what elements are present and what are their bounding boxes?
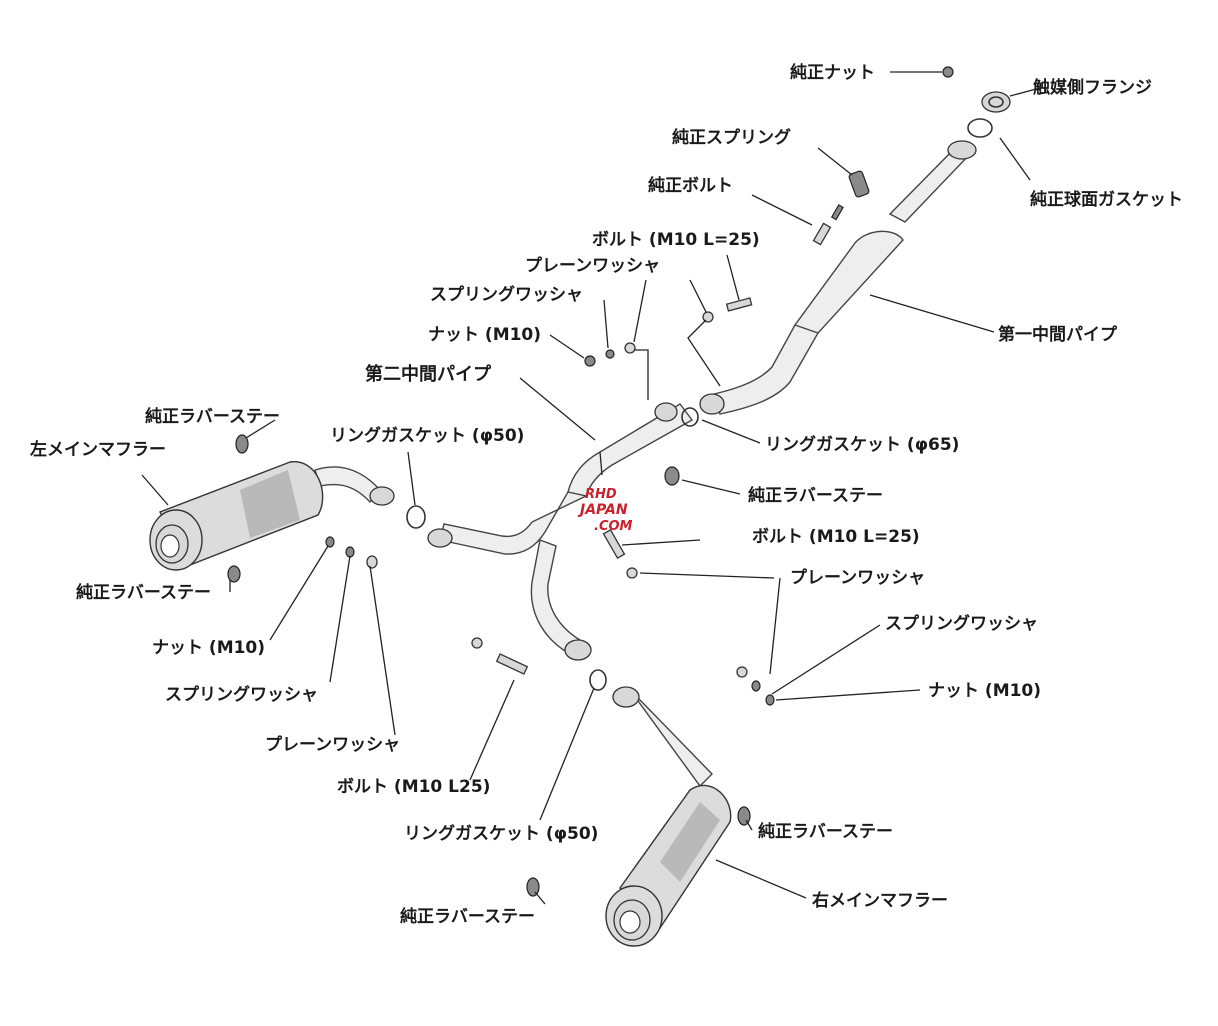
- ring-gasket-65: [681, 407, 699, 427]
- label-ring-gasket-50-bottom: リングガスケット (φ50): [404, 823, 598, 844]
- nut-upper-group: [584, 342, 636, 367]
- second-mid-pipe-branch-right: [530, 539, 582, 655]
- label-left-main-muffler: 左メインマフラー: [30, 439, 166, 460]
- label-right-main-muffler: 右メインマフラー: [812, 890, 948, 911]
- genuine-spherical-gasket: [967, 118, 993, 138]
- label-spring-washer-right: スプリングワッシャ: [885, 613, 1038, 634]
- label-genuine-nut-top: 純正ナット: [790, 62, 875, 83]
- right-flanges: [564, 639, 640, 708]
- watermark-logo: RHD JAPAN .COM: [577, 487, 633, 534]
- label-ring-gasket-50-left: リングガスケット (φ50): [330, 425, 524, 446]
- left-hardware: [325, 536, 529, 675]
- label-genuine-rubber-stay-right: 純正ラバーステー: [758, 821, 893, 842]
- label-nut-m10-left: ナット (M10): [152, 638, 265, 658]
- first-mid-pipe-resonator: [793, 230, 904, 341]
- rubber-stay-left-bottom: [227, 565, 241, 583]
- label-ring-gasket-65: リングガスケット (φ65): [765, 434, 959, 455]
- right-main-muffler: [605, 784, 732, 947]
- watermark-line3: .COM: [594, 519, 633, 534]
- rubber-stay-bottom: [526, 877, 540, 897]
- left-flanges: [369, 486, 453, 548]
- label-genuine-spherical-gasket: 純正球面ガスケット: [1030, 189, 1183, 210]
- first-mid-pipe-lower: [713, 324, 820, 415]
- left-main-muffler: [149, 461, 324, 571]
- label-nut-m10-right: ナット (M10): [928, 681, 1041, 701]
- rubber-stay-left-top: [235, 434, 249, 454]
- label-spring-washer-left: スプリングワッシャ: [165, 684, 318, 705]
- bolt-upper: [725, 297, 753, 312]
- label-genuine-rubber-stay-bottom: 純正ラバーステー: [400, 906, 535, 927]
- genuine-bolt: [812, 204, 844, 246]
- label-bolt-m10-l25-upper: ボルト (M10 L=25): [592, 230, 760, 250]
- pipe-assembly: [314, 144, 974, 788]
- label-second-mid-pipe: 第二中間パイプ: [365, 363, 492, 385]
- watermark-line1: RHD: [585, 487, 617, 502]
- label-bolt-m10-l25-right: ボルト (M10 L=25): [752, 527, 920, 547]
- label-nut-m10-upper: ナット (M10): [428, 325, 541, 345]
- label-genuine-rubber-stay-left-top: 純正ラバーステー: [145, 406, 280, 427]
- rubber-stay-right: [737, 806, 751, 826]
- label-plain-washer-right: プレーンワッシャ: [790, 567, 925, 588]
- genuine-nut-top: [942, 66, 954, 78]
- washer-upper: [702, 311, 714, 323]
- rubber-stay-center: [664, 466, 680, 486]
- label-plain-washer-upper: プレーンワッシャ: [525, 255, 660, 276]
- catalyst-flange: [981, 91, 1011, 113]
- label-genuine-bolt: 純正ボルト: [648, 175, 733, 196]
- leader-lines: [141, 71, 1041, 905]
- label-first-mid-pipe: 第一中間パイプ: [998, 324, 1118, 345]
- label-genuine-spring: 純正スプリング: [672, 127, 791, 148]
- callout-labels: 純正ナット 触媒側フランジ 純正スプリング 純正ボルト 純正球面ガスケット ボル…: [30, 62, 1183, 927]
- second-mid-pipe-branch-left: [439, 491, 589, 555]
- label-spring-washer-upper: スプリングワッシャ: [430, 284, 583, 305]
- label-catalyst-flange: 触媒側フランジ: [1032, 77, 1152, 98]
- right-hardware: [602, 528, 775, 706]
- front-pipe-flange: [947, 140, 977, 160]
- label-genuine-rubber-stay-center: 純正ラバーステー: [748, 485, 883, 506]
- label-plain-washer-left: プレーンワッシャ: [265, 734, 400, 755]
- label-bolt-m10-l25-left: ボルト (M10 L25): [337, 777, 490, 797]
- genuine-spring: [848, 170, 870, 198]
- right-muffler-inlet-pipe: [629, 689, 713, 788]
- flange-65: [654, 393, 725, 422]
- watermark-line2: JAPAN: [577, 502, 628, 518]
- label-genuine-rubber-stay-left-bottom: 純正ラバーステー: [76, 582, 211, 603]
